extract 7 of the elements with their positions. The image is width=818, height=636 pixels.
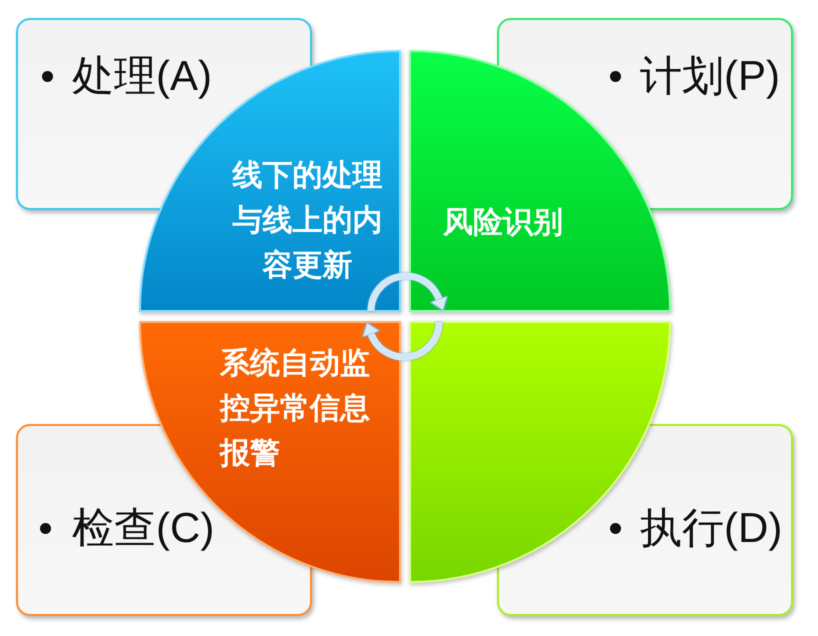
stage-label: 检查(C) <box>72 503 214 553</box>
stage-label: 计划(P) <box>640 51 780 101</box>
quadrant-text: 线下的处理与线上的内容更新 <box>231 157 384 285</box>
stage-label: 执行(D) <box>640 503 782 553</box>
stage-label: 处理(A) <box>72 51 212 101</box>
quadrant-text: 风险识别 <box>443 204 564 242</box>
quadrant-text: 系统自动监控异常信息报警 <box>220 345 371 473</box>
